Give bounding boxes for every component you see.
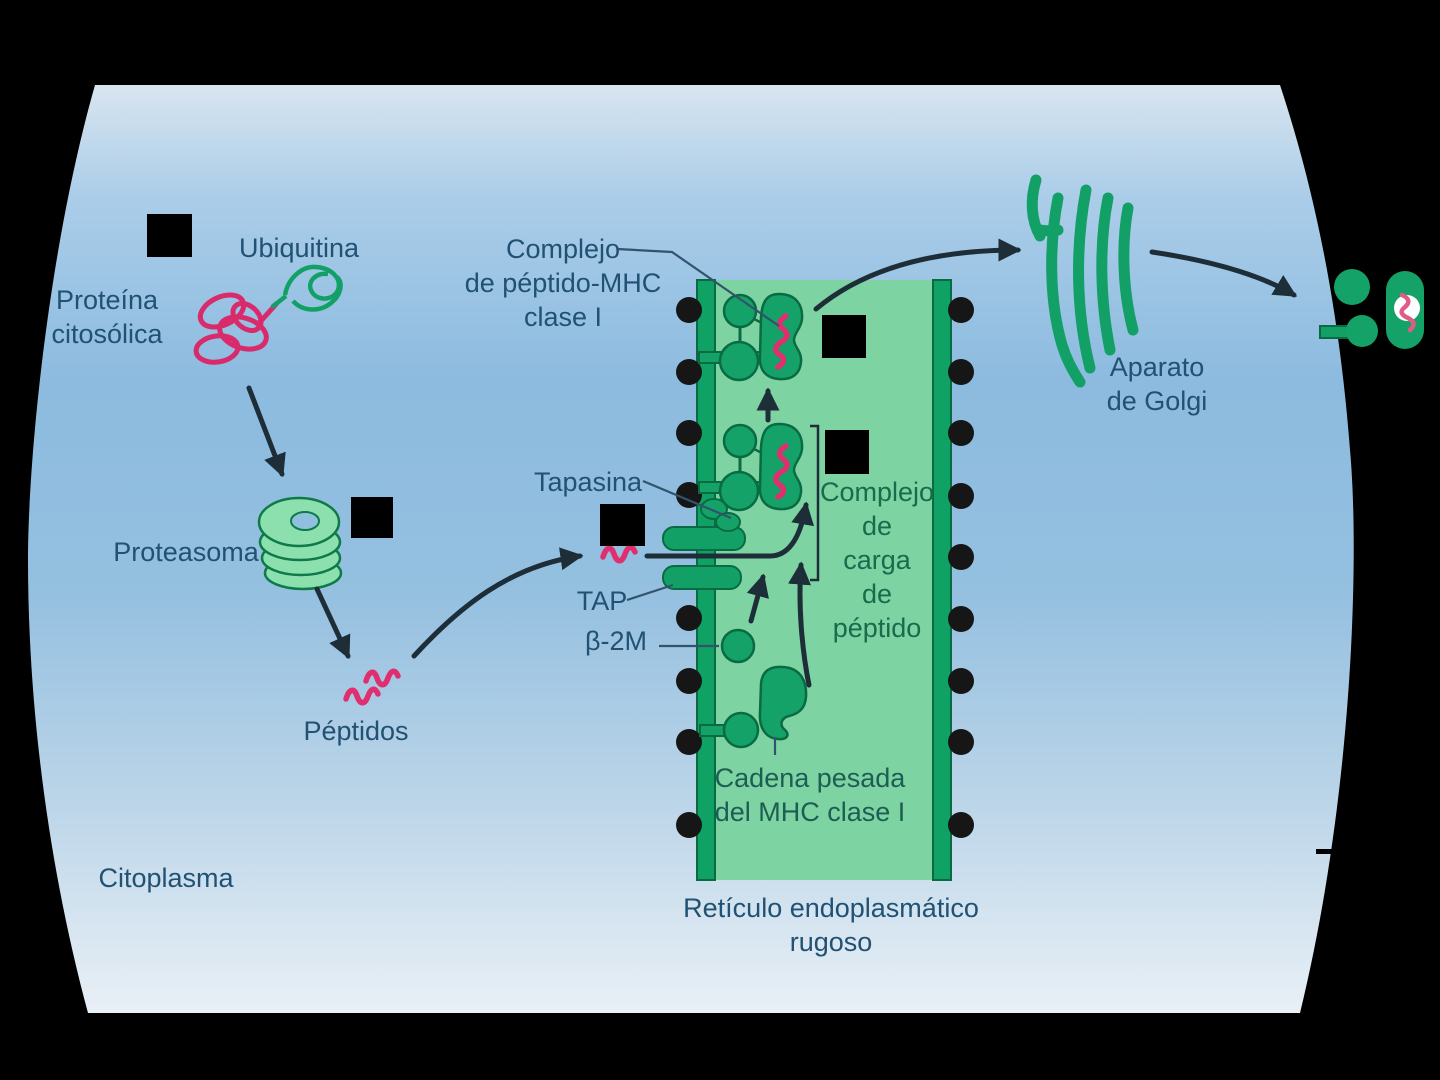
label-peptide-mhc-complex: Complejo de péptido-MHC clase I xyxy=(464,233,662,333)
loading-complex-bracket xyxy=(810,424,820,582)
label-peptide-loading-complex: Complejo de carga de péptido xyxy=(819,476,935,644)
black-square-marker xyxy=(600,504,645,546)
ribosome-dots xyxy=(676,297,974,838)
label-cytosolic-protein: Proteína citosólica xyxy=(51,284,163,349)
pathway-arrows xyxy=(246,238,1297,688)
cytosolic-protein-squiggle xyxy=(193,292,279,365)
black-square-marker xyxy=(147,214,192,257)
label-cytoplasm: Citoplasma xyxy=(98,862,234,893)
label-rough-er: Retículo endoplasmático rugoso xyxy=(683,892,979,957)
black-square-marker xyxy=(825,430,869,474)
black-dash-marker xyxy=(1316,849,1338,854)
beta2m-molecule xyxy=(720,628,756,664)
golgi-apparatus xyxy=(1026,174,1139,388)
peptide-squiggles xyxy=(343,544,638,706)
tap-transporter xyxy=(662,526,746,590)
black-square-marker xyxy=(351,497,393,538)
label-tap: TAP xyxy=(576,585,628,616)
redaction-squares xyxy=(147,214,1338,854)
label-tapasin: Tapasina xyxy=(533,466,643,497)
label-peptides: Péptidos xyxy=(303,715,409,746)
surface-mhc-complex xyxy=(1319,269,1424,349)
mhc-heavy-chain xyxy=(699,665,808,749)
leader-lines xyxy=(616,247,780,755)
ubiquitin-squiggle xyxy=(270,264,343,312)
label-ubiquitin: Ubiquitina xyxy=(238,232,360,263)
label-golgi: Aparato de Golgi xyxy=(1106,351,1208,416)
label-proteasome: Proteasoma xyxy=(113,536,259,567)
black-square-marker xyxy=(822,315,866,358)
label-beta2m: β-2M xyxy=(584,625,648,656)
label-mhc-heavy-chain: Cadena pesada del MHC clase I xyxy=(714,762,906,827)
er-membrane-right xyxy=(932,279,952,881)
proteasome-shape xyxy=(257,496,343,591)
